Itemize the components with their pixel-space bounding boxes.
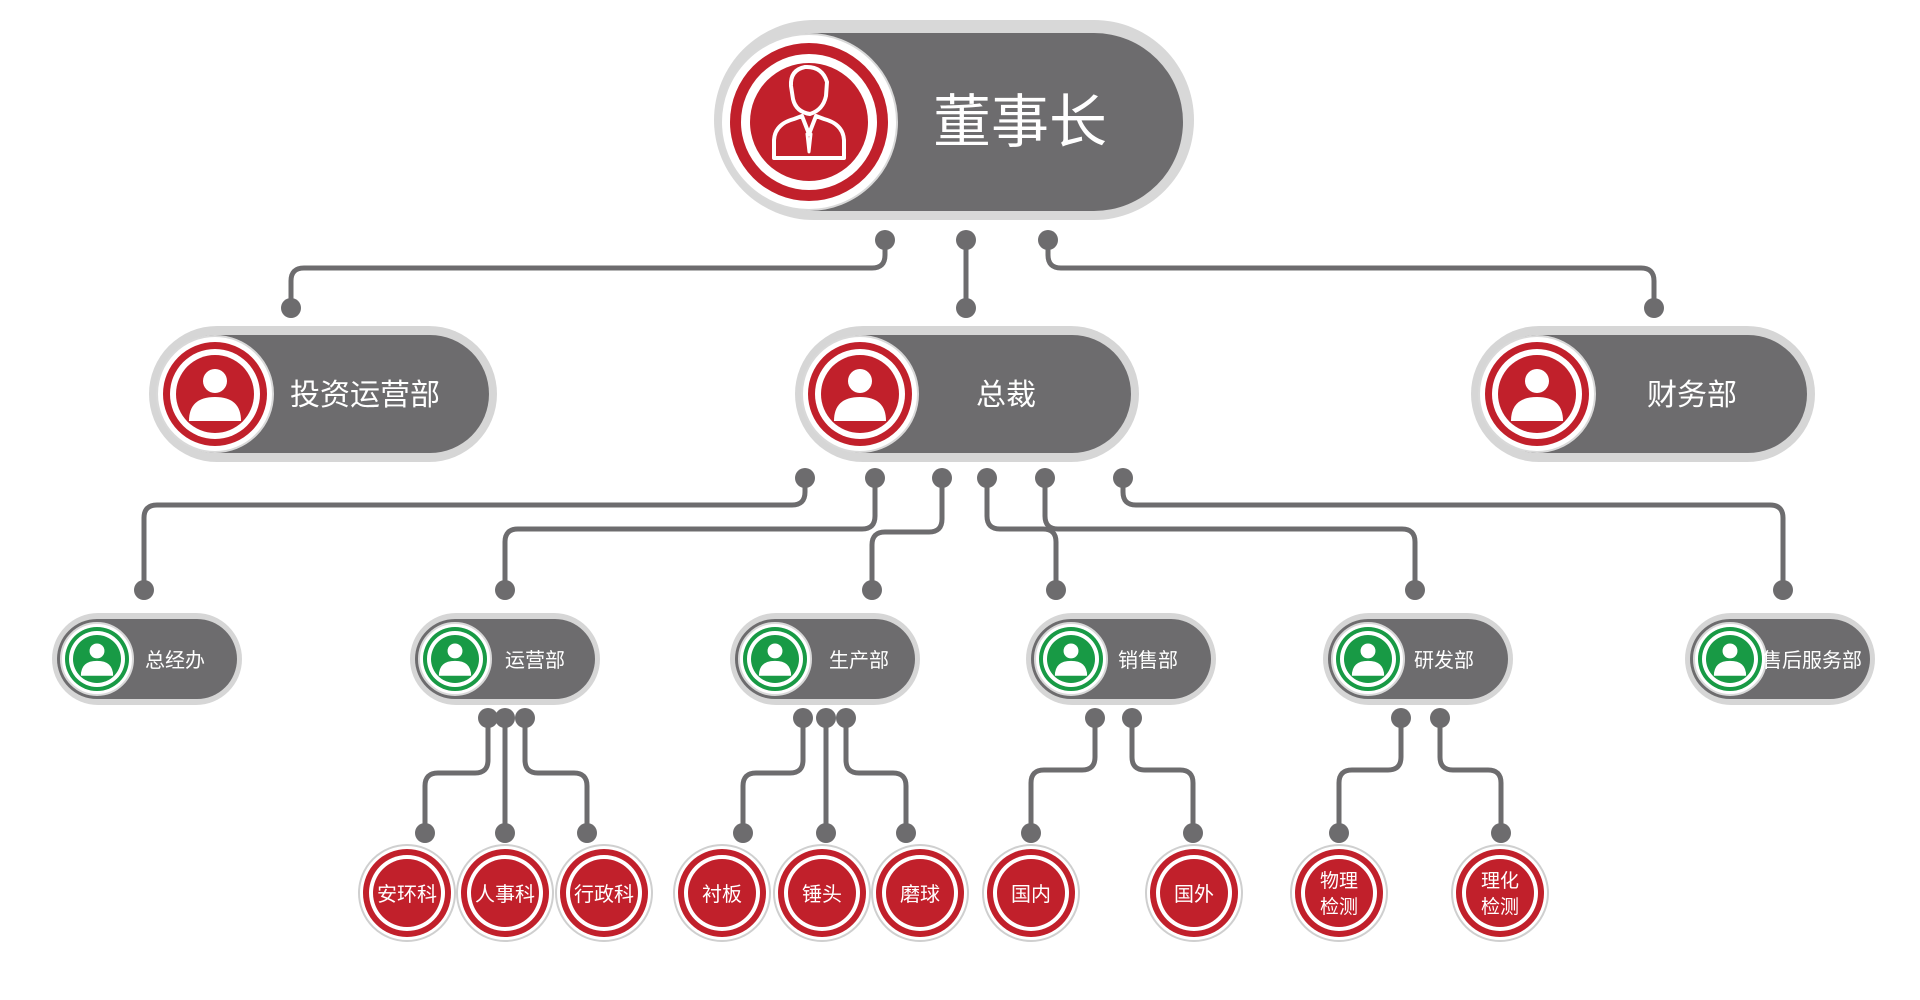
connector-dot — [1773, 580, 1793, 600]
connector-dot — [956, 230, 976, 250]
connector-dot — [1491, 823, 1511, 843]
node-sales: 销售部 — [1026, 613, 1216, 705]
node-after-sales-label: 售后服务部 — [1762, 648, 1862, 672]
person-suit-icon — [772, 64, 846, 160]
connector-dot — [1046, 580, 1066, 600]
node-sales-label: 销售部 — [1118, 648, 1178, 672]
node-overseas: 国外 — [1145, 844, 1243, 942]
node-gm-office-label: 总经办 — [145, 648, 205, 672]
connector-operations-safety-env — [422, 715, 491, 836]
node-chemical-test: 理化检测 — [1451, 844, 1549, 942]
connector-president-operations — [502, 475, 878, 593]
connector-dot — [875, 230, 895, 250]
connector-dots — [134, 230, 1793, 843]
connector-dot — [1391, 708, 1411, 728]
connector-production-liner — [740, 715, 806, 836]
connector-dot — [1035, 468, 1055, 488]
connector-dot — [1038, 230, 1058, 250]
node-chemical-test-label: 理化检测 — [1481, 870, 1519, 918]
connector-rnd-physical-test — [1336, 715, 1404, 836]
connector-president-gm-office — [141, 475, 808, 593]
connector-dot — [956, 298, 976, 318]
node-after-sales: 售后服务部 — [1685, 613, 1875, 705]
node-finance-label: 财务部 — [1647, 378, 1737, 413]
connector-dot — [1644, 298, 1664, 318]
connector-dot — [1405, 580, 1425, 600]
connector-dot — [816, 823, 836, 843]
node-chairman-label: 董事长 — [933, 88, 1107, 156]
node-liner-label: 衬板 — [702, 882, 742, 906]
connector-dot — [793, 708, 813, 728]
connector-dot — [281, 298, 301, 318]
connector-dot — [1430, 708, 1450, 728]
node-physical-test-label: 物理检测 — [1320, 870, 1358, 918]
node-production-label: 生产部 — [829, 648, 889, 672]
connector-production-grinding-ball — [843, 715, 909, 836]
connector-dot — [1122, 708, 1142, 728]
connector-dot — [495, 823, 515, 843]
node-domestic-label: 国内 — [1011, 882, 1051, 906]
connector-dot — [733, 823, 753, 843]
connector-dot — [1021, 823, 1041, 843]
node-production: 生产部 — [730, 613, 920, 705]
node-admin-label: 行政科 — [574, 882, 634, 906]
connector-president-after-sales — [1120, 475, 1786, 593]
connector-dot — [415, 823, 435, 843]
connector-dot — [932, 468, 952, 488]
connector-dot — [795, 468, 815, 488]
node-operations-label: 运营部 — [505, 648, 565, 672]
node-overseas-label: 国外 — [1174, 882, 1214, 906]
node-president-label: 总裁 — [976, 378, 1036, 413]
node-grinding-ball-label: 磨球 — [900, 882, 940, 906]
connector-dot — [836, 708, 856, 728]
node-liner: 衬板 — [673, 844, 771, 942]
connector-president-sales — [984, 475, 1059, 593]
connector-dot — [896, 823, 916, 843]
node-gm-office: 总经办 — [52, 613, 242, 705]
node-rnd: 研发部 — [1323, 613, 1513, 705]
connector-dot — [1329, 823, 1349, 843]
node-hammer: 锤头 — [773, 844, 871, 942]
node-safety-env: 安环科 — [358, 844, 456, 942]
node-hr: 人事科 — [456, 844, 554, 942]
node-rnd-label: 研发部 — [1414, 648, 1474, 672]
connector-dot — [515, 708, 535, 728]
connector-dot — [495, 708, 515, 728]
node-finance: 财务部 — [1471, 326, 1815, 462]
node-invest-label: 投资运营部 — [290, 378, 440, 413]
node-operations: 运营部 — [410, 613, 600, 705]
connector-dot — [1085, 708, 1105, 728]
connectors — [141, 237, 1786, 836]
connector-dot — [1113, 468, 1133, 488]
connector-dot — [862, 580, 882, 600]
node-grinding-ball: 磨球 — [871, 844, 969, 942]
connector-dot — [495, 580, 515, 600]
connector-rnd-chemical-test — [1437, 715, 1504, 836]
connector-president-production — [869, 475, 945, 593]
node-physical-test: 物理检测 — [1290, 844, 1388, 942]
node-hammer-label: 锤头 — [802, 882, 842, 906]
node-president: 总裁 — [795, 326, 1139, 462]
connector-dot — [816, 708, 836, 728]
connector-dot — [1183, 823, 1203, 843]
connector-dot — [865, 468, 885, 488]
node-domestic: 国内 — [982, 844, 1080, 942]
connector-chairman-finance — [1045, 237, 1657, 311]
node-invest: 投资运营部 — [149, 326, 497, 462]
connector-sales-domestic — [1028, 715, 1098, 836]
node-admin: 行政科 — [555, 844, 653, 942]
connector-dot — [977, 468, 997, 488]
connector-dot — [134, 580, 154, 600]
node-hr-label: 人事科 — [475, 882, 535, 906]
node-chairman: 董事长 — [714, 20, 1194, 220]
connector-operations-admin — [522, 715, 590, 836]
connector-dot — [577, 823, 597, 843]
connector-chairman-invest — [288, 237, 888, 311]
connector-dot — [478, 708, 498, 728]
node-safety-env-label: 安环科 — [377, 882, 437, 906]
connector-sales-overseas — [1129, 715, 1196, 836]
connector-president-rnd — [1042, 475, 1418, 593]
